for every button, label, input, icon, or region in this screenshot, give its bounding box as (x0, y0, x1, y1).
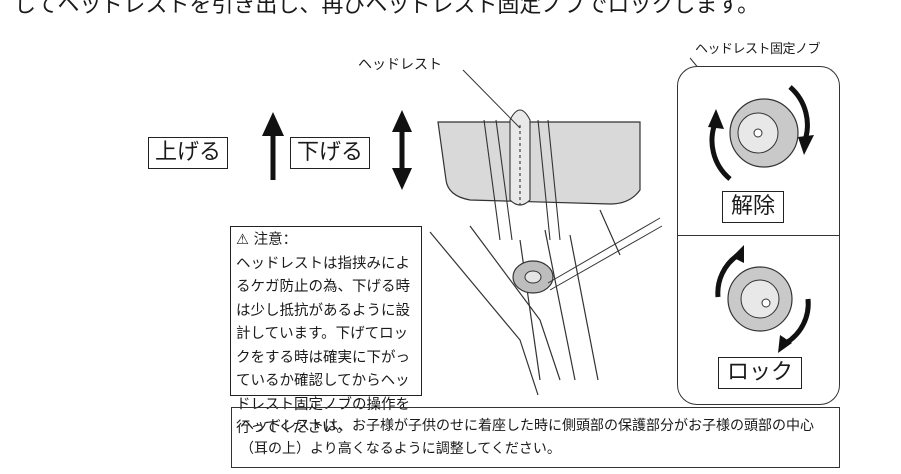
panel-divider (678, 235, 839, 236)
top-instruction-text: してヘッドレストを引き出し、再びヘッドレスト固定ノブでロックします。 (14, 0, 760, 18)
caution-body: ヘッドレストは指挟みによるケガ防止の為、下げる時は少し抵抗があるように設計してい… (236, 255, 410, 437)
up-down-arrow-icon (392, 110, 412, 190)
knob-lock-icon (715, 245, 811, 353)
caution-box: ⚠ 注意： ヘッドレストは指挟みによるケガ防止の為、下げる時は少し抵抗があるよう… (230, 226, 422, 436)
headrest-shape (437, 121, 641, 205)
rotate-arrow-icon (709, 120, 732, 181)
caution-heading: ⚠ 注意： (236, 232, 298, 248)
knob-panel: 解除 ロック (677, 66, 840, 405)
knob-release-icon (708, 85, 814, 181)
lock-label: ロック (718, 357, 803, 389)
up-arrow-icon (262, 112, 284, 180)
knob-callout: ヘッドレスト固定ノブ (695, 42, 821, 57)
lower-label: 下げる (290, 137, 371, 169)
rotate-arrow-icon (784, 298, 811, 346)
release-label: 解除 (722, 191, 785, 223)
adjustment-note: ヘッドレストは、お子様が子供のせに着座した時に側頭部の保護部分がお子様の頭部の中… (231, 407, 840, 468)
headrest-callout: ヘッドレスト (358, 57, 442, 73)
raise-label: 上げる (148, 137, 229, 169)
